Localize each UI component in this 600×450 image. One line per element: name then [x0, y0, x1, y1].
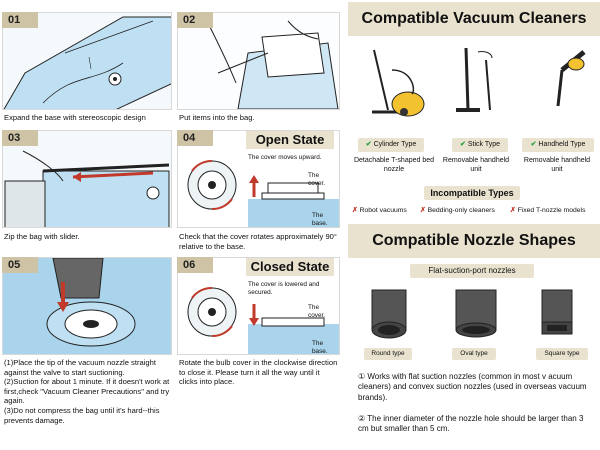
bag-expand-illustration [3, 16, 171, 109]
valve-open-illustration [187, 159, 339, 227]
nozzle-note-1: ① Works with flat suction nozzles (commo… [358, 372, 587, 402]
vacuum-type-handheld: ✔ Handheld Type [522, 138, 594, 152]
x-icon: ✗ [420, 207, 426, 214]
vacuum-type-stick: ✔ Stick Type [452, 138, 508, 152]
cover-label: The cover. [308, 304, 326, 319]
incompatible-label: Bedding-only cleaners [427, 207, 495, 214]
caption-line-1: (1)Place the tip of the vacuum nozzle st… [4, 358, 156, 377]
valve-closed-illustration [187, 286, 339, 354]
incompatible-title: Incompatible Types [424, 186, 520, 200]
state-description: The cover moves upward. [248, 154, 322, 161]
closed-state-title: Closed State [246, 258, 334, 276]
compatible-vacuum-title: Compatible Vacuum Cleaners [348, 2, 600, 36]
nozzle-type-round: Round type [364, 348, 412, 360]
zip-bag-illustration [4, 150, 170, 227]
check-icon: ✔ [365, 141, 372, 148]
step-03-illustration [2, 130, 172, 228]
compatible-nozzle-title: Compatible Nozzle Shapes [348, 224, 600, 258]
vacuum-nozzle-illustration [46, 258, 136, 347]
step-01-illustration [2, 12, 172, 110]
step-caption: (1)Place the tip of the vacuum nozzle st… [4, 358, 174, 425]
vacuum-type-label: Cylinder Type [373, 141, 417, 148]
step-number: 02 [177, 12, 213, 28]
step-caption: Put items into the bag. [179, 113, 255, 122]
nozzle-note-2: ② The inner diameter of the nozzle hole … [358, 414, 584, 434]
vacuum-desc-stick: Removable handheld unit [442, 157, 510, 173]
incompatible-item-bedding: ✗ Bedding-only cleaners [420, 206, 495, 216]
step-number: 05 [2, 257, 38, 273]
cover-label: The cover. [308, 172, 326, 187]
incompatible-item-fixed-nozzle: ✗ Fixed T-nozzle models [510, 206, 585, 216]
check-icon: ✔ [530, 141, 537, 148]
incompatible-label: Fixed T-nozzle models [517, 207, 586, 214]
nozzle-type-oval: Oval type [452, 348, 496, 360]
vacuum-type-label: Handheld Type [538, 141, 586, 148]
incompatible-item-robot: ✗ Robot vacuums [352, 206, 407, 216]
step-number: 01 [2, 12, 38, 28]
x-icon: ✗ [352, 207, 358, 214]
base-label: The base. [312, 212, 328, 227]
items-into-bag-illustration [207, 20, 339, 109]
step-caption: Rotate the bulb cover in the clockwise d… [179, 358, 338, 387]
vacuum-types-illustration [372, 47, 586, 117]
step-caption: Zip the bag with slider. [4, 232, 80, 241]
vacuum-type-label: Stick Type [467, 141, 500, 148]
step-number: 03 [2, 130, 38, 146]
vacuum-type-cylinder: ✔ Cylinder Type [358, 138, 424, 152]
nozzle-type-square: Square type [536, 348, 588, 360]
step-caption: Expand the base with stereoscopic design [4, 113, 146, 122]
step-number: 06 [177, 257, 213, 273]
vacuum-desc-handheld: Removable handheld unit [523, 157, 591, 173]
nozzle-shapes-illustration [371, 289, 573, 339]
base-label: The base. [312, 340, 328, 355]
step-number: 04 [177, 130, 213, 146]
state-description: The cover is lowered and secured. [248, 281, 320, 296]
nozzle-subtitle: Flat-suction-port nozzles [410, 264, 534, 278]
vacuum-desc-cylinder: Detachable T-shaped bed nozzle [353, 157, 435, 173]
check-icon: ✔ [460, 141, 466, 148]
step-05-illustration [2, 257, 172, 355]
step-02-illustration [177, 12, 340, 110]
caption-line-3: (3)Do not compress the bag until it's ha… [4, 405, 160, 425]
x-icon: ✗ [510, 207, 516, 214]
incompatible-label: Robot vacuums [359, 207, 407, 214]
caption-line-2: (2)Suction for about 1 minute. If it doe… [4, 377, 170, 406]
step-caption: Check that the cover rotates approximate… [179, 232, 337, 251]
open-state-title: Open State [246, 131, 334, 149]
